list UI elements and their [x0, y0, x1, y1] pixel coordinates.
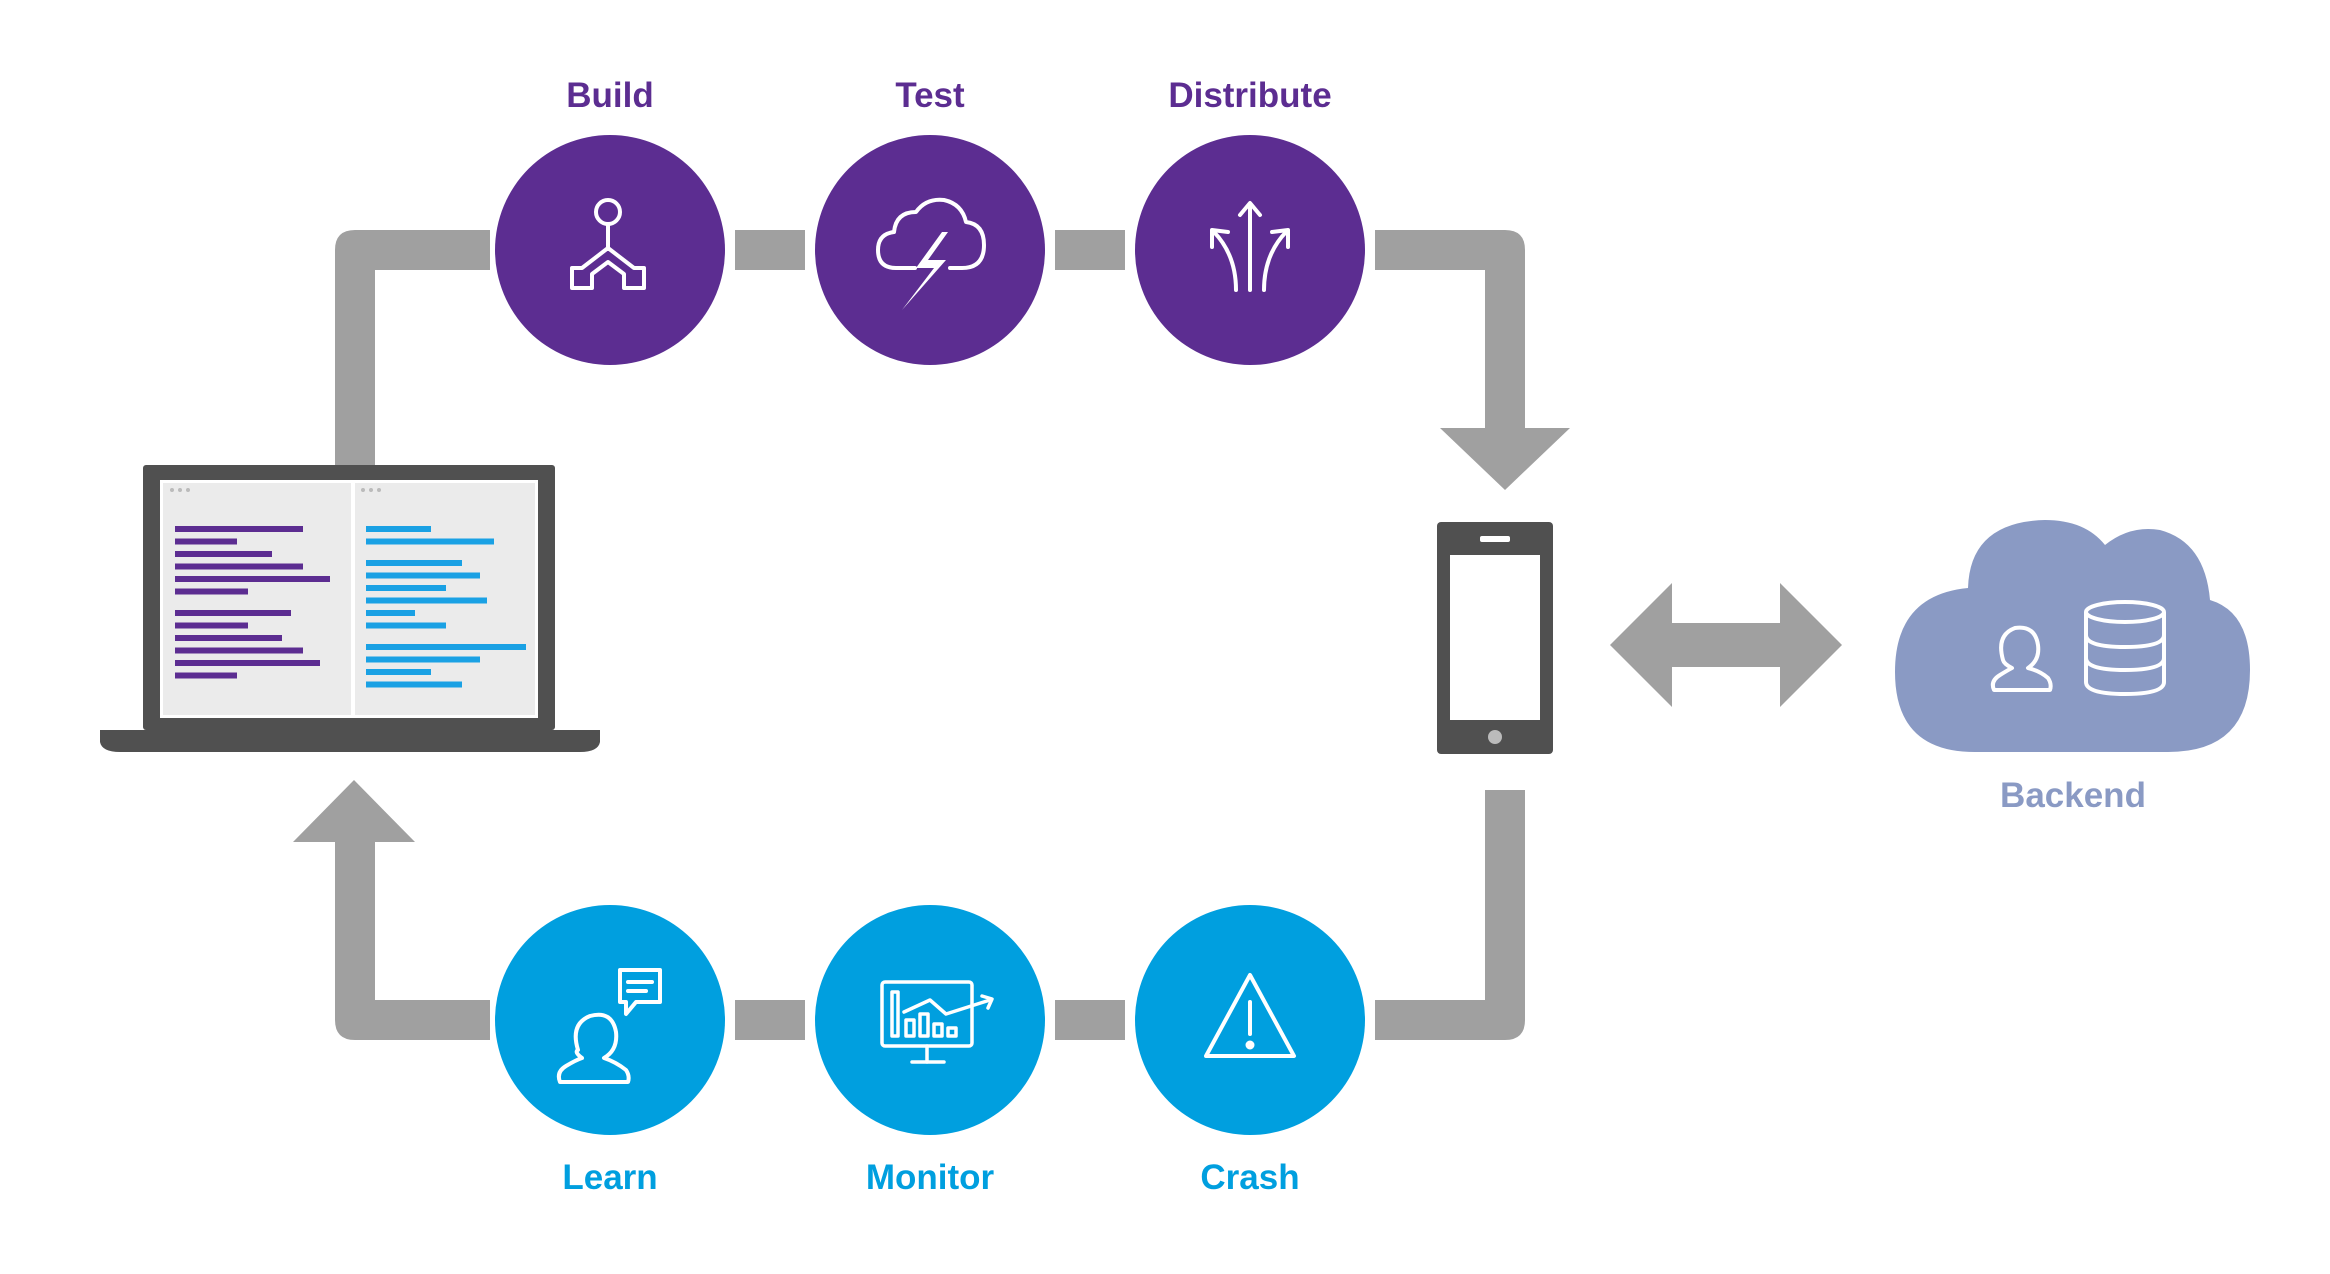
code-pane-left — [175, 526, 330, 679]
code-line — [366, 622, 446, 629]
crash-label: Crash — [1200, 1158, 1300, 1197]
code-line — [366, 669, 431, 675]
code-line — [175, 660, 320, 666]
code-line — [366, 572, 480, 579]
code-pane-right — [366, 526, 526, 688]
code-line — [366, 597, 487, 604]
connector-phone-to-crash — [1375, 790, 1525, 1040]
connector-crash-to-monitor — [1055, 1000, 1125, 1040]
connector-monitor-to-learn — [735, 1000, 805, 1040]
code-line — [175, 622, 248, 629]
test-label: Test — [895, 76, 965, 115]
warning-triangle-icon — [1204, 973, 1296, 1058]
build-label: Build — [566, 76, 654, 115]
distribute-arrows-icon — [1210, 201, 1290, 292]
code-line — [366, 526, 431, 532]
code-line — [366, 644, 526, 650]
connector-build-to-test — [735, 230, 805, 270]
code-line — [366, 585, 446, 591]
backend-label: Backend — [2000, 776, 2146, 815]
code-line — [366, 610, 415, 616]
user-feedback-icon — [556, 968, 662, 1084]
laptop-code-editor-icon — [100, 465, 600, 752]
connector-learn-to-laptop — [335, 840, 490, 1040]
code-line — [175, 588, 248, 595]
monitor-stage-circle — [815, 905, 1045, 1135]
arrow-down-to-phone — [1440, 428, 1570, 490]
smartphone-icon — [1437, 522, 1553, 754]
connector-test-to-distribute — [1055, 230, 1125, 270]
connector-distribute-to-phone — [1375, 230, 1525, 430]
user-icon — [1990, 625, 2053, 692]
connector-laptop-to-build — [335, 230, 490, 470]
code-line — [175, 526, 303, 532]
code-line — [175, 610, 291, 616]
database-icon — [2084, 600, 2166, 697]
monitor-label: Monitor — [865, 1158, 995, 1197]
code-line — [366, 560, 462, 566]
code-line — [175, 672, 237, 679]
backend-cloud — [1895, 520, 2250, 752]
code-line — [366, 538, 494, 545]
monitor-chart-icon — [880, 980, 994, 1064]
code-line — [366, 681, 462, 688]
arrow-up-to-laptop — [293, 780, 415, 842]
learn-label: Learn — [562, 1158, 658, 1197]
code-line — [175, 635, 282, 641]
code-line — [175, 576, 330, 582]
distribute-label: Distribute — [1168, 76, 1332, 115]
code-line — [175, 563, 303, 570]
cloud-lightning-icon — [876, 197, 986, 310]
code-line — [175, 538, 237, 545]
build-branch-icon — [570, 198, 646, 290]
arrow-phone-backend-bidirectional — [1610, 583, 1842, 707]
flow-connectors — [293, 230, 1842, 1040]
code-line — [175, 647, 303, 654]
code-line — [175, 551, 272, 557]
code-line — [366, 656, 480, 663]
